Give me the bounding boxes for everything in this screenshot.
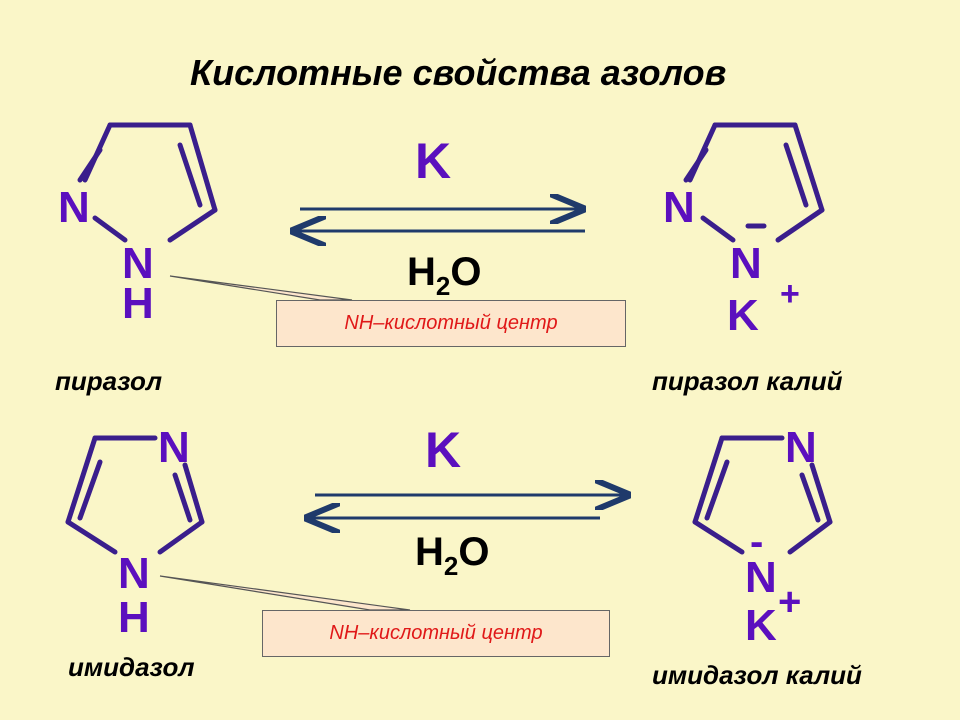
imidazole-atom-n1: N [158, 423, 190, 472]
imidazole-k-atom-n2: N [745, 553, 777, 602]
pyrazole-atom-h: H [122, 279, 154, 328]
label-imidazole-potassium: имидазол калий [652, 660, 862, 690]
pyrazole-k-atom-k: K [727, 291, 759, 340]
pyrazole-k-plus-sign: + [780, 275, 800, 313]
imidazole-k-atom-n1: N [785, 423, 817, 472]
reagent-water-bottom: H2O [415, 530, 489, 581]
pyrazole-atom-n1: N [58, 183, 90, 232]
imidazole-k-minus-sign: - [750, 520, 763, 564]
pyrazole-k-atom-n2: N [730, 239, 762, 288]
callout-pointer-top [169, 275, 353, 301]
label-pyrazole-potassium: пиразол калий [652, 366, 843, 396]
pyrazole-structure [77, 122, 218, 243]
label-pyrazole: пиразол [55, 366, 163, 396]
imidazole-atom-h: H [118, 593, 150, 642]
reagent-k-bottom: K [425, 422, 461, 478]
label-imidazole: имидазол [68, 652, 195, 682]
imidazole-k-structure [692, 435, 833, 555]
reagent-water-top: H2O [407, 250, 481, 301]
pyrazole-k-atom-n1: N [663, 183, 695, 232]
pyrazole-k-structure [683, 122, 825, 243]
reagent-k-top: K [415, 133, 451, 189]
page-title: Кислотные свойства азолов [190, 52, 727, 93]
callout-nh-acid-center-bottom: NH–кислотный центр [262, 610, 610, 657]
callout-pointer-bottom [159, 575, 411, 611]
imidazole-k-atom-k: K [745, 601, 777, 650]
imidazole-structure [65, 435, 205, 555]
imidazole-atom-n2: N [118, 549, 150, 598]
imidazole-k-plus-sign: + [778, 580, 801, 624]
pyrazole-atom-n2: N [122, 239, 154, 288]
callout-nh-acid-center-top: NH–кислотный центр [276, 300, 626, 347]
